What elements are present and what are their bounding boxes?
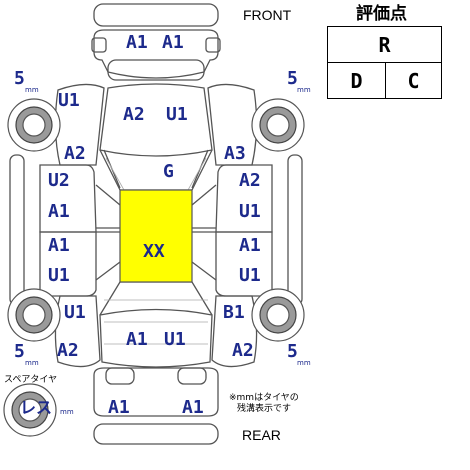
front-grille xyxy=(107,59,205,81)
hood xyxy=(99,83,213,157)
front-bumper-bar xyxy=(93,3,219,27)
damage-hood-left: A2 xyxy=(123,104,145,125)
door-front-right xyxy=(215,164,273,233)
damage-front-fender-left-a: A2 xyxy=(64,143,86,164)
wheel-rear-left xyxy=(7,288,61,342)
damage-roof-top: G xyxy=(163,161,174,182)
tyre-rear-left-unit: mm xyxy=(25,359,39,367)
damage-front-bumper-left: A1 xyxy=(126,32,148,53)
damage-roof-center: XX xyxy=(143,241,165,262)
damage-front-door-left-top: U2 xyxy=(48,170,70,191)
rear-label: REAR xyxy=(242,427,281,443)
rear-bumper-bar xyxy=(93,423,219,445)
damage-front-door-right-top: A2 xyxy=(239,170,261,191)
rear-bumper xyxy=(93,367,219,417)
damage-front-bumper-right: A1 xyxy=(162,32,184,53)
damage-rear-door-right-bottom: U1 xyxy=(239,265,261,286)
trunk xyxy=(99,308,213,368)
note-line-2: 残溝表示です xyxy=(237,404,292,414)
spare-tyre-unit: mm xyxy=(60,408,74,416)
grade-title: 評価点 xyxy=(356,4,407,24)
tyre-front-right-unit: mm xyxy=(297,86,311,94)
damage-trunk-left: A1 xyxy=(126,329,148,350)
tyre-front-right-value: 5 xyxy=(287,68,298,89)
rear-lamp-left xyxy=(105,367,135,385)
tyre-front-left-value: 5 xyxy=(14,68,25,89)
tyre-rear-right-unit: mm xyxy=(297,359,311,367)
tyre-rear-right-value: 5 xyxy=(287,341,298,362)
tyre-front-left-unit: mm xyxy=(25,86,39,94)
tyre-rear-left-value: 5 xyxy=(14,341,25,362)
damage-rear-door-left-bottom: U1 xyxy=(48,265,70,286)
roof-panel xyxy=(119,189,193,283)
front-label: FRONT xyxy=(243,7,292,23)
damage-rear-bumper-left: A1 xyxy=(108,397,130,418)
wheel-rear-right xyxy=(251,288,305,342)
damage-front-door-left-bottom: A1 xyxy=(48,201,70,222)
spare-tyre-value: レス xyxy=(20,398,53,417)
damage-trunk-right: U1 xyxy=(164,329,186,350)
damage-rear-door-left-top: A1 xyxy=(48,235,70,256)
damage-rear-bumper-right: A1 xyxy=(182,397,204,418)
grade-overall: R xyxy=(327,26,442,63)
grade-interior: D xyxy=(327,62,386,99)
wheel-front-left xyxy=(7,98,61,152)
grade-table: R D C xyxy=(327,26,442,99)
wheel-front-right xyxy=(251,98,305,152)
spare-tyre-caption: スペアタイヤ xyxy=(4,375,58,385)
damage-front-door-right-bottom: U1 xyxy=(239,201,261,222)
damage-rear-fender-left-a: A2 xyxy=(57,340,79,361)
damage-rear-fender-right-a: A2 xyxy=(232,340,254,361)
damage-rear-door-right-top: A1 xyxy=(239,235,261,256)
rear-lamp-right xyxy=(177,367,207,385)
damage-rear-fender-left-u: U1 xyxy=(64,302,86,323)
damage-rear-fender-right-b: B1 xyxy=(223,302,245,323)
damage-hood-right: U1 xyxy=(166,104,188,125)
sill-right xyxy=(287,154,303,306)
front-bumper xyxy=(93,29,219,79)
sill-left xyxy=(9,154,25,306)
front-lamp-left xyxy=(91,37,107,53)
note-line-1: ※mmはタイヤの xyxy=(229,393,299,403)
damage-front-fender-right: A3 xyxy=(224,143,246,164)
grade-exterior: C xyxy=(385,62,442,99)
wheel-spare xyxy=(3,383,57,437)
front-lamp-right xyxy=(205,37,221,53)
door-front-left xyxy=(39,164,97,233)
damage-front-fender-left-u: U1 xyxy=(58,90,80,111)
